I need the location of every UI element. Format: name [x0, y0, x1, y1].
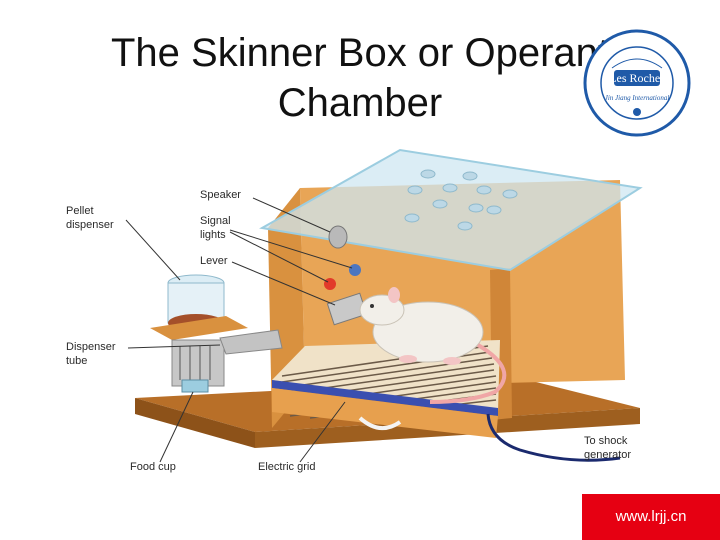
food-cup	[181, 379, 209, 393]
lid-holes	[404, 169, 518, 231]
signal-light-blue	[349, 264, 361, 276]
title-line-2: Chamber	[277, 81, 443, 125]
dispenser-coil	[179, 346, 211, 380]
skinner-box-illustration: Speaker Signal lights Lever Pellet dispe…	[66, 148, 643, 473]
label-signal-lights-1: Signal	[200, 215, 231, 227]
slide-title: The Skinner Box or Operant Chamber	[40, 28, 680, 128]
label-electric-grid: Electric grid	[258, 461, 315, 473]
title-line-1: The Skinner Box or Operant	[110, 31, 610, 75]
signal-light-red	[324, 278, 336, 290]
logo-sub-brand: Jin Jiang International	[605, 94, 670, 102]
label-pellet-dispenser-2: dispenser	[66, 219, 114, 231]
grid-rail	[272, 380, 498, 416]
label-dispenser-tube-1: Dispenser	[66, 341, 116, 353]
dispenser-tube	[219, 329, 283, 355]
label-dispenser-tube-2: tube	[66, 355, 87, 367]
label-shock-generator-1: To shock	[584, 435, 628, 447]
label-food-cup: Food cup	[130, 461, 176, 473]
label-pellet-dispenser-1: Pellet	[66, 205, 94, 217]
label-signal-lights-2: lights	[200, 229, 226, 241]
watermark-text: www.lrjj.cn	[615, 508, 687, 525]
rat	[359, 287, 507, 404]
label-lever: Lever	[200, 255, 228, 267]
drawer-front	[272, 388, 498, 438]
callout-lines	[125, 197, 353, 463]
drawer-handle	[358, 416, 402, 430]
speaker	[328, 225, 348, 249]
glass-lid	[259, 148, 643, 272]
les-roches-seal-icon: Les Roches Jin Jiang International	[583, 29, 691, 137]
dispenser-shelf	[150, 316, 248, 340]
logo-brand: Les Roches	[609, 71, 665, 85]
watermark-badge: www.lrjj.cn	[582, 494, 720, 540]
base-platform-front	[135, 398, 255, 448]
label-speaker: Speaker	[200, 189, 241, 201]
shock-cable	[486, 413, 621, 462]
label-shock-generator-2: generator	[584, 449, 631, 461]
